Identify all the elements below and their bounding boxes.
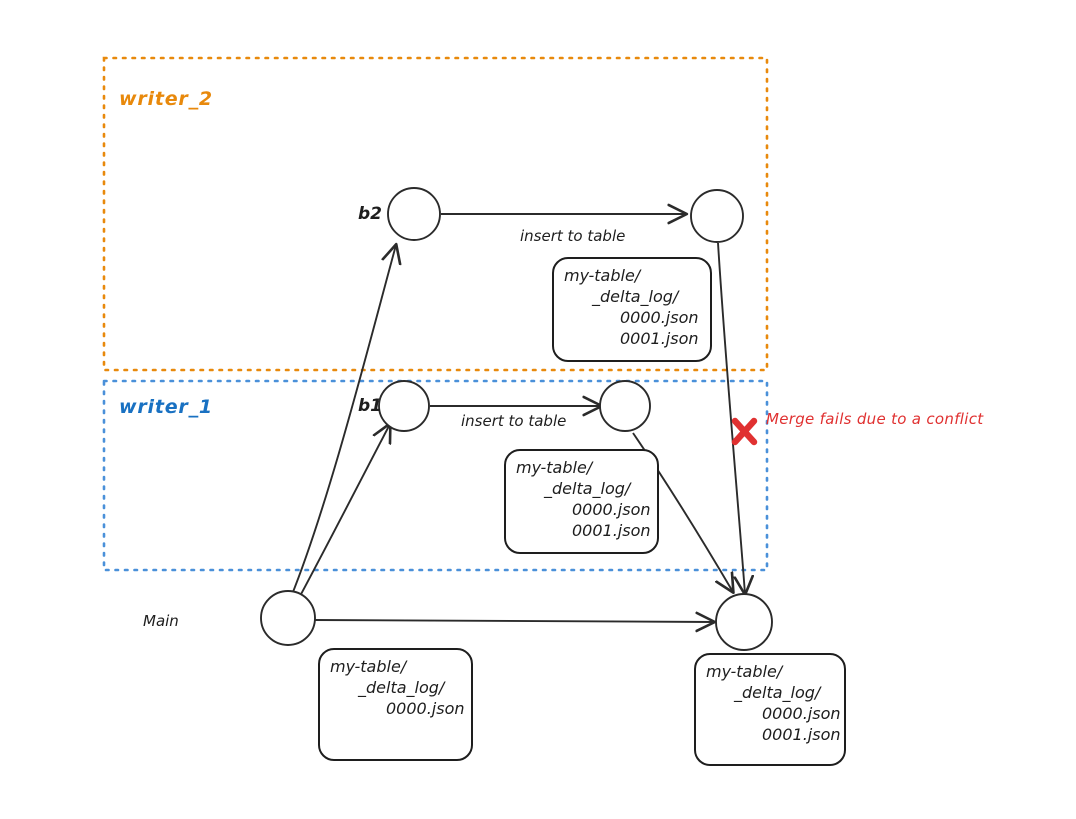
file-line: 0000.json xyxy=(386,699,465,719)
file-line: my-table/ xyxy=(330,657,407,676)
edge-writer2-merge-fail xyxy=(717,242,745,594)
file-line: _delta_log/ xyxy=(734,683,821,703)
edge-label-b2-insert: insert to table xyxy=(520,227,626,245)
branch-label-b1: b1 xyxy=(358,396,382,416)
file-box-writer1: my-table/ _delta_log/ 0000.json 0001.jso… xyxy=(504,449,659,554)
file-line: my-table/ xyxy=(516,458,593,477)
branch-label-main: Main xyxy=(143,612,179,630)
edge-label-b1-insert: insert to table xyxy=(461,412,567,430)
region-label-writer-1: writer_1 xyxy=(119,396,213,418)
node-b2-insert-commit[interactable] xyxy=(690,189,744,243)
file-line: 0000.json xyxy=(762,704,841,724)
node-b1-insert-commit[interactable] xyxy=(599,380,651,432)
node-b1-head[interactable] xyxy=(378,380,430,432)
file-line: _delta_log/ xyxy=(358,678,445,698)
file-line: my-table/ xyxy=(564,266,641,285)
edge-main-to-b1 xyxy=(298,424,390,599)
branch-label-b2: b2 xyxy=(358,204,382,224)
node-b2-head[interactable] xyxy=(387,187,441,241)
file-line: 0000.json xyxy=(620,308,699,328)
file-line: 0000.json xyxy=(572,500,651,520)
file-line-highlight: 0001.json xyxy=(762,725,841,745)
file-box-merged: my-table/ _delta_log/ 0000.json 0001.jso… xyxy=(694,653,846,766)
region-writer-1-box xyxy=(102,379,769,572)
file-box-writer2: my-table/ _delta_log/ 0000.json 0001.jso… xyxy=(552,257,712,362)
region-writer-2-box xyxy=(102,56,769,372)
region-label-writer-2: writer_2 xyxy=(119,88,213,110)
conflict-message: Merge fails due to a conflict xyxy=(766,410,984,428)
file-line-highlight: 0001.json xyxy=(620,329,699,349)
x-mark-icon xyxy=(731,417,758,446)
node-merge-commit[interactable] xyxy=(715,593,773,651)
edge-main-to-merge xyxy=(313,620,714,622)
file-line: _delta_log/ xyxy=(592,287,679,307)
file-line: _delta_log/ xyxy=(544,479,631,499)
file-box-main: my-table/ _delta_log/ 0000.json xyxy=(318,648,473,761)
node-main-commit[interactable] xyxy=(260,590,316,646)
file-line: my-table/ xyxy=(706,662,783,681)
file-line-highlight: 0001.json xyxy=(572,521,651,541)
edge-main-to-b2 xyxy=(290,245,396,598)
